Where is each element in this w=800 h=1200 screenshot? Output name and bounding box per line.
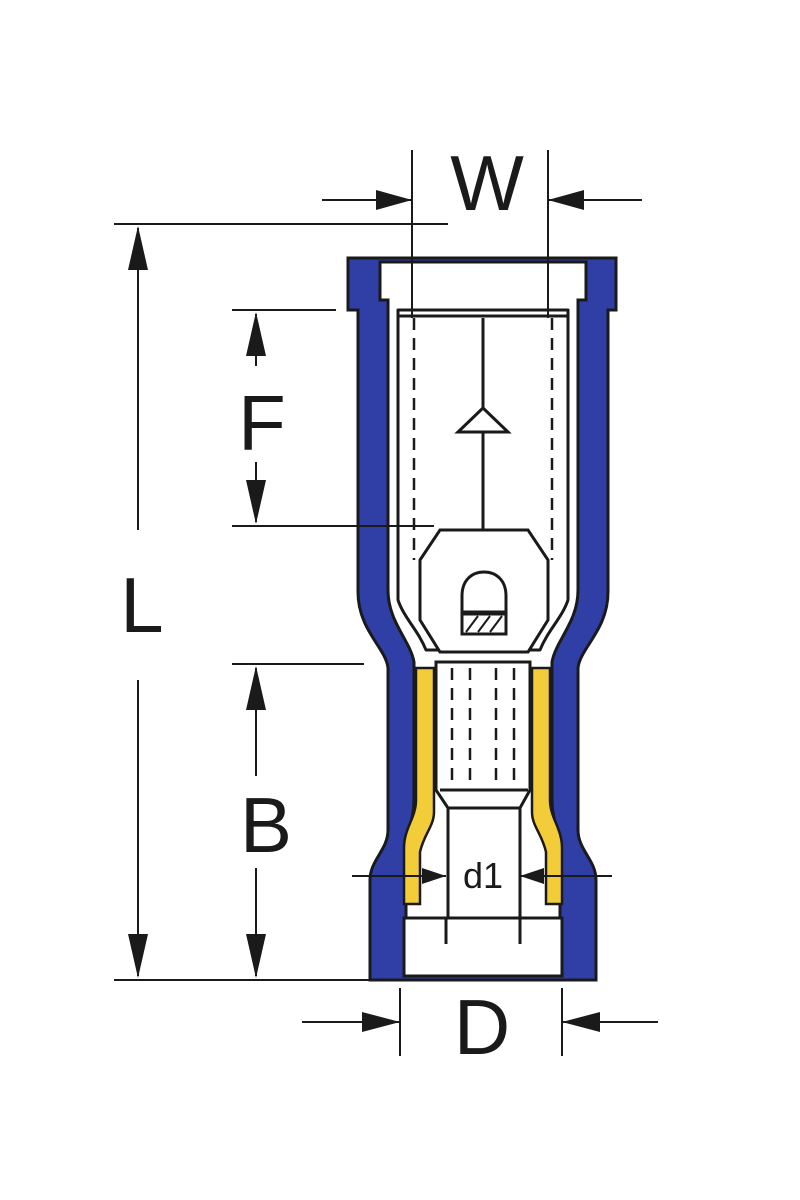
- w-label: W: [450, 139, 524, 227]
- f-label: F: [238, 379, 286, 467]
- d-arrowhead-left: [362, 1012, 400, 1032]
- w-arrowhead-right: [548, 190, 584, 210]
- l-label: L: [120, 561, 163, 649]
- receptacle-box: [396, 308, 570, 652]
- hatch-line-2: [477, 615, 491, 633]
- w-arrowhead-left: [376, 190, 412, 210]
- b-arrowhead-top: [246, 666, 266, 710]
- d1-arrowhead-right: [520, 868, 544, 884]
- f-arrowhead-top: [246, 312, 266, 356]
- dimension-w: W: [322, 139, 642, 318]
- d-arrowhead-right: [562, 1012, 600, 1032]
- d1-label: d1: [463, 855, 503, 896]
- barrel-sleeve-left: [402, 666, 436, 906]
- crimp-barrel: [434, 660, 532, 810]
- dimension-b: B: [232, 663, 364, 978]
- b-arrowhead-bottom: [246, 934, 266, 978]
- barrel-sleeve-right: [530, 666, 564, 906]
- l-arrowhead-top: [128, 226, 148, 270]
- f-arrowhead-bottom: [246, 480, 266, 524]
- dimension-f: F: [232, 309, 434, 527]
- l-arrowhead-bottom: [128, 934, 148, 978]
- dimension-l: L: [114, 223, 448, 981]
- sleeve-bottom-opening: [402, 916, 564, 978]
- dimension-d: D: [302, 983, 658, 1071]
- b-label: B: [240, 781, 292, 869]
- spring-arrow: [454, 405, 512, 434]
- metal-terminal: [396, 308, 570, 944]
- dimension-d1: d1: [352, 855, 612, 896]
- d1-arrowhead-left: [422, 868, 446, 884]
- d-label: D: [454, 983, 510, 1071]
- hatch-line-3: [489, 615, 503, 633]
- barrel-sleeve: [402, 666, 564, 906]
- inspection-hole: [460, 570, 508, 614]
- hatch-line-1: [465, 615, 479, 633]
